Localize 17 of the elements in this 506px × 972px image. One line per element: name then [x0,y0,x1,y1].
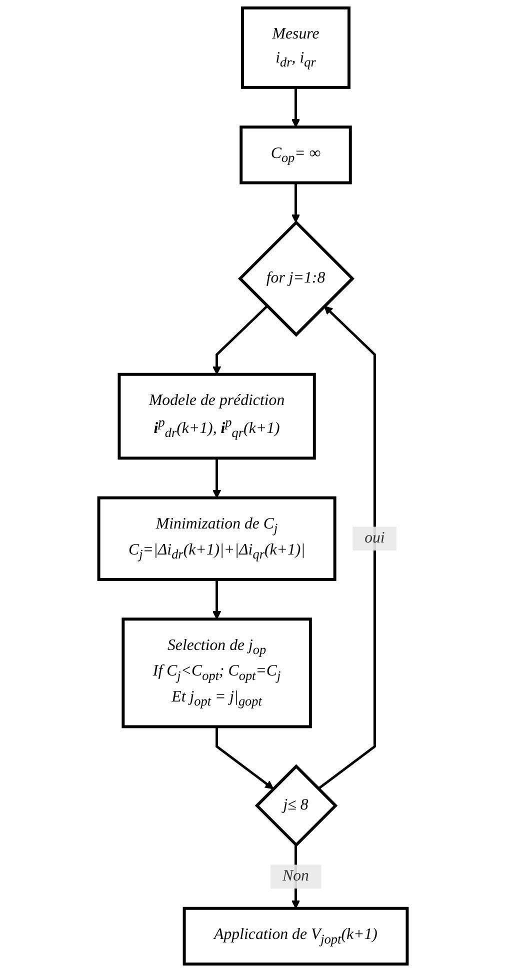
arrow [216,726,274,790]
node-box: C$_{op}$= ∞ [240,126,352,184]
edge-label: Non [282,868,309,885]
edge-label: oui [364,530,385,547]
node-box: Mesure i$_{dr}$, i$_{qr}$ [241,6,350,89]
arrow [212,579,222,620]
node-box: Minimization de C$_{j}$ C$_{j}$=|Δi$_{dr}$(k+1)|+|Δi$_{qr}$(k+1)| [97,496,336,581]
node-box: Application de V$_{jopt}$(k+1) [182,906,409,966]
node-diamond: for j=1:8 [238,220,354,337]
arrow [317,306,376,790]
arrow [212,305,268,375]
arrow [291,87,300,128]
node-box: Selection de j$_{op}$ If C$_{j}$<C$_{opt}$; C$_{opt}$=C$_{j}$ Et j$_{opt}$ = j|$_{gopt}$ [122,618,312,728]
arrow [212,458,222,498]
arrow [291,182,300,223]
node-diamond: j≤ 8 [254,764,338,848]
node-box: Modele de prédiction i$^{p}$$_{dr}$(k+1), i$^{p}$$_{qr}$(k+1) [118,372,316,460]
